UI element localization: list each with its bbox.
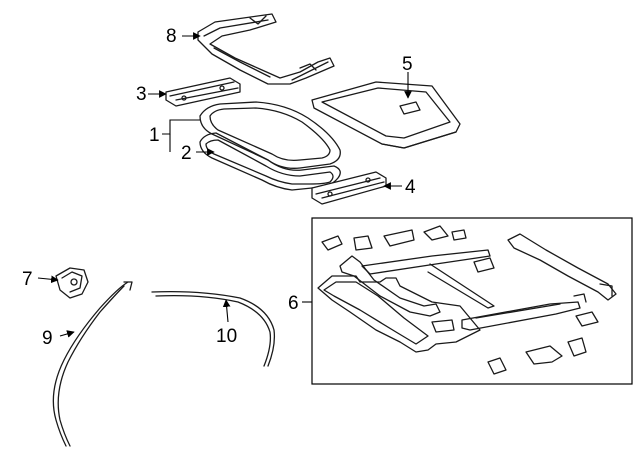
callout-9: 9 (42, 328, 53, 349)
part-7-motor (55, 267, 89, 299)
callout-1: 1 (149, 125, 160, 146)
callout-2: 2 (181, 143, 192, 164)
part-3-bracket (165, 77, 241, 107)
leader-lines (37, 32, 412, 338)
part-4-bracket (311, 171, 387, 205)
callout-3: 3 (136, 84, 147, 105)
callout-4: 4 (405, 177, 416, 198)
callout-5: 5 (402, 54, 413, 75)
callout-6: 6 (288, 293, 299, 314)
part-9-drain-hose (52, 281, 133, 447)
callout-8: 8 (166, 26, 177, 47)
part-2-seal (199, 132, 341, 191)
callout-10: 10 (216, 326, 237, 347)
part-1-glass (199, 101, 341, 169)
part-6-housing-box (311, 217, 633, 385)
part-10-weatherstrip (151, 290, 276, 367)
part-5-sunshade (311, 81, 461, 149)
callout-7: 7 (22, 269, 33, 290)
part-8-frame (197, 13, 335, 85)
